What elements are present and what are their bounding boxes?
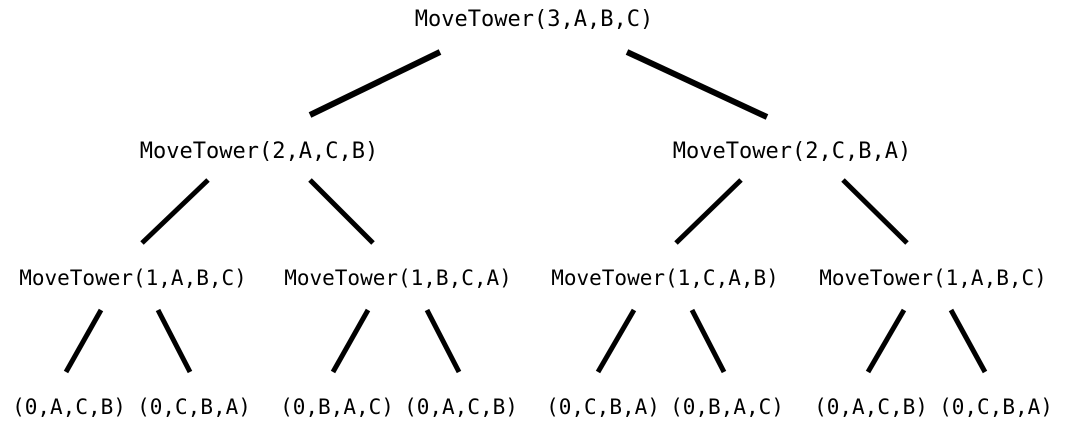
- node-level2: MoveTower(1,A,B,C): [819, 266, 1047, 290]
- node-root: MoveTower(3,A,B,C): [414, 7, 654, 32]
- node-level3: (0,A,C,B): [404, 395, 518, 419]
- edge-l2d-left: [865, 308, 907, 374]
- node-level1: MoveTower(2,A,C,B): [139, 139, 379, 164]
- node-level3: (0,C,B,A): [546, 395, 660, 419]
- edge-root-left: [308, 49, 442, 118]
- edge-l2b-left: [330, 308, 371, 374]
- node-level2: MoveTower(1,C,A,B): [551, 266, 779, 290]
- edge-l1a-left: [140, 178, 210, 245]
- node-level3: (0,A,C,B): [814, 395, 928, 419]
- edge-l2c-left: [595, 308, 637, 374]
- edge-l1a-right: [308, 178, 375, 245]
- edge-l2d-right: [948, 308, 988, 374]
- node-level3: (0,A,C,B): [12, 395, 126, 419]
- node-level1: MoveTower(2,C,B,A): [672, 139, 912, 164]
- edge-l1b-left: [674, 178, 743, 245]
- edge-l2c-right: [689, 308, 727, 374]
- edge-l2b-right: [424, 308, 462, 374]
- node-level2: MoveTower(1,A,B,C): [19, 266, 247, 290]
- edge-l1b-right: [841, 178, 909, 245]
- node-level2: MoveTower(1,B,C,A): [284, 266, 512, 290]
- edge-l2a-right: [155, 308, 193, 374]
- edge-l2a-left: [63, 308, 104, 374]
- edge-root-right: [625, 49, 769, 120]
- node-level3: (0,B,A,C): [670, 395, 784, 419]
- node-level3: (0,B,A,C): [280, 395, 394, 419]
- node-level3: (0,C,B,A): [939, 395, 1053, 419]
- node-level3: (0,C,B,A): [137, 395, 251, 419]
